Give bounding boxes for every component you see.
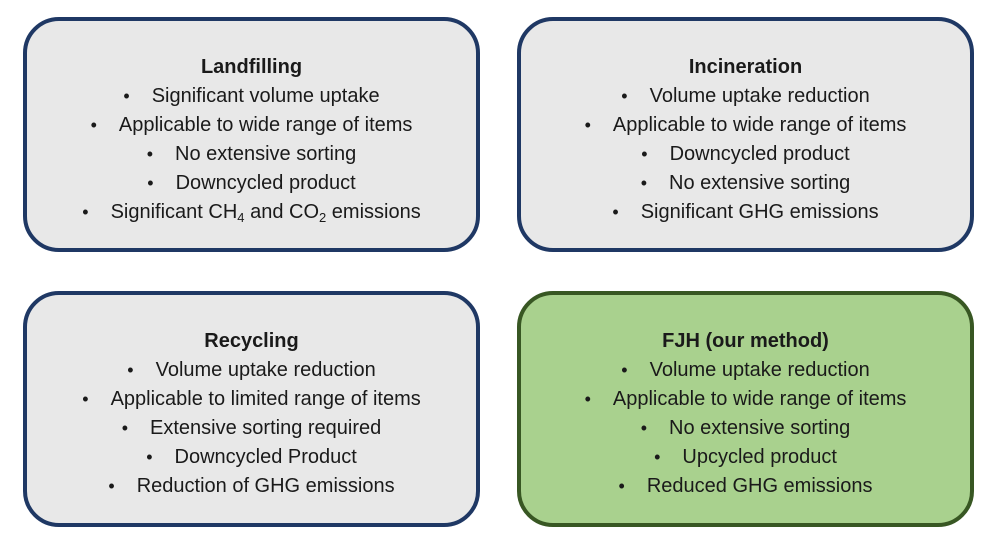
bullet-icon: • <box>621 360 628 380</box>
list-item-text: Downcycled product <box>669 143 850 165</box>
list-item: • Extensive sorting required <box>82 414 420 443</box>
list-item-text: Significant volume uptake <box>151 85 380 107</box>
list-item: • Applicable to wide range of items <box>82 111 420 140</box>
list-item: • No extensive sorting <box>82 140 420 169</box>
list-item-text: Volume uptake reduction <box>649 85 870 107</box>
recycling-card: Recycling • Volume uptake reduction • Appli… <box>23 291 480 527</box>
card-title: Landfilling <box>200 56 303 78</box>
list-item: • Downcycled Product <box>82 443 420 472</box>
text-segment: and CO <box>244 201 320 223</box>
bullet-icon: • <box>618 476 625 496</box>
bullet-icon: • <box>146 447 153 467</box>
list-item-text: Downcycled product <box>175 172 356 194</box>
list-item: • Applicable to limited range of items <box>82 385 420 414</box>
card-title: Incineration <box>688 56 803 78</box>
bullet-icon: • <box>123 86 130 106</box>
list-item: • No extensive sorting <box>585 169 907 198</box>
card-item-list: • Volume uptake reduction • Applicable to l… <box>82 356 420 501</box>
list-item: • No extensive sorting <box>585 414 907 443</box>
list-item-text: Extensive sorting required <box>150 417 382 439</box>
bullet-icon: • <box>127 360 134 380</box>
bullet-icon: • <box>146 144 154 164</box>
bullet-icon: • <box>121 418 129 438</box>
list-item-text: Upcycled product <box>682 446 837 468</box>
bullet-icon: • <box>90 115 97 135</box>
bullet-icon: • <box>612 202 619 222</box>
bullet-icon: • <box>147 173 154 193</box>
bullet-icon: • <box>621 86 628 106</box>
list-item-text: No extensive sorting <box>669 417 851 439</box>
bullet-icon: • <box>82 389 89 409</box>
list-item-text: Applicable to wide range of items <box>118 114 413 136</box>
bullet-icon: • <box>641 144 648 164</box>
list-item: • Significant CH4 and CO2 emissions <box>82 198 420 227</box>
list-item: • Reduction of GHG emissions <box>82 472 420 501</box>
list-item-text: Reduced GHG emissions <box>646 475 873 497</box>
bullet-icon: • <box>654 447 661 467</box>
list-item: • Volume uptake reduction <box>585 356 907 385</box>
list-item-text: Downcycled Product <box>174 446 357 468</box>
subscript: 4 <box>237 210 245 225</box>
text-segment: emissions <box>326 201 421 223</box>
card-title: Recycling <box>204 330 299 352</box>
bullet-icon: • <box>640 173 648 193</box>
list-item-text: Significant GHG emissions <box>640 201 879 223</box>
list-item-text: Applicable to wide range of items <box>612 388 907 410</box>
list-item-text: Volume uptake reduction <box>155 359 376 381</box>
list-item: • Reduced GHG emissions <box>585 472 907 501</box>
list-item-text: Applicable to limited range of items <box>110 388 421 410</box>
list-item: • Significant GHG emissions <box>585 198 907 227</box>
bullet-icon: • <box>584 115 591 135</box>
list-item-text: Significant CH4 and CO2 emissions <box>110 201 421 225</box>
card-item-list: • Volume uptake reduction • Applicable to w… <box>585 356 907 501</box>
card-title: FJH (our method) <box>662 330 829 352</box>
list-item-text: No extensive sorting <box>669 172 851 194</box>
list-item-text: Applicable to wide range of items <box>612 114 907 136</box>
text-segment: Significant CH <box>110 201 238 223</box>
list-item-text: Reduction of GHG emissions <box>136 475 395 497</box>
list-item: • Upcycled product <box>585 443 907 472</box>
incineration-card: Incineration • Volume uptake reduction • Ap… <box>517 17 974 252</box>
bullet-icon: • <box>640 418 648 438</box>
bullet-icon: • <box>584 389 591 409</box>
list-item: • Volume uptake reduction <box>585 82 907 111</box>
card-item-list: • Significant volume uptake • Applicable to… <box>82 82 420 227</box>
list-item-text: Volume uptake reduction <box>649 359 870 381</box>
list-item: • Applicable to wide range of items <box>585 111 907 140</box>
landfilling-card: Landfilling • Significant volume uptake • A… <box>23 17 480 252</box>
list-item: • Applicable to wide range of items <box>585 385 907 414</box>
subscript: 2 <box>319 210 327 225</box>
list-item: • Downcycled product <box>82 169 420 198</box>
fjh-card: FJH (our method) • Volume uptake reductio… <box>517 291 974 527</box>
list-item: • Significant volume uptake <box>82 82 420 111</box>
bullet-icon: • <box>108 476 115 496</box>
card-item-list: • Volume uptake reduction • Applicable to w… <box>585 82 907 227</box>
list-item: • Downcycled product <box>585 140 907 169</box>
list-item-text: No extensive sorting <box>175 143 357 165</box>
bullet-icon: • <box>82 202 89 222</box>
list-item: • Volume uptake reduction <box>82 356 420 385</box>
